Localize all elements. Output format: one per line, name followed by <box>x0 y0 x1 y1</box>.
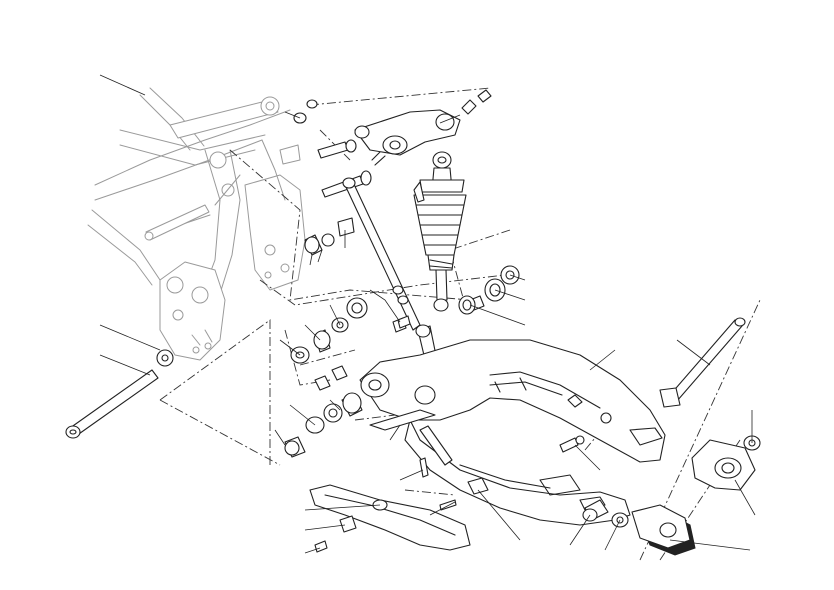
swingarm <box>359 339 666 526</box>
pivot-shaft <box>65 349 174 439</box>
chain-adjuster <box>582 435 761 556</box>
fasteners <box>397 315 612 453</box>
rear-axle <box>659 317 746 408</box>
chain-slider <box>309 409 489 553</box>
bushing-stack <box>284 217 368 458</box>
frame-section <box>87 87 306 361</box>
rear-shock-absorber <box>413 151 467 312</box>
leader-lines <box>99 74 756 554</box>
